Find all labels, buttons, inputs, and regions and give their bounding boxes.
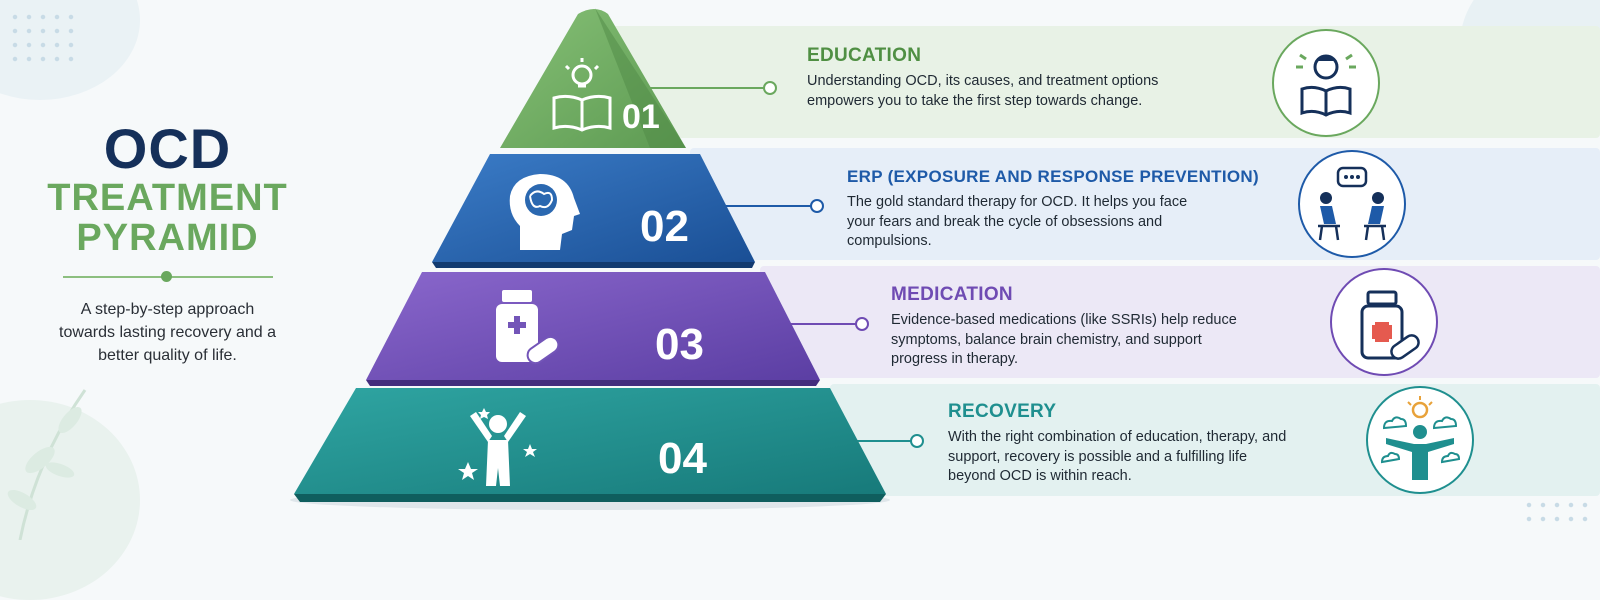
level-erp-description: The gold standard therapy for OCD. It he… bbox=[847, 194, 1188, 249]
pyramid-tier-recovery bbox=[294, 388, 886, 494]
page-title-ocd: OCD bbox=[103, 117, 232, 180]
pyramid-tier-erp bbox=[432, 154, 755, 262]
level-medication-title: MEDICATION bbox=[891, 284, 1013, 305]
level-medication-description: Evidence-based medications (like SSRIs) … bbox=[891, 312, 1237, 367]
level-recovery-title: RECOVERY bbox=[948, 401, 1057, 422]
book-lightbulb-icon bbox=[552, 58, 612, 132]
band-erp bbox=[690, 148, 1600, 260]
icon-circle-recovery bbox=[1366, 386, 1474, 494]
treatment-pyramid bbox=[290, 8, 890, 510]
step-number-03: 03 bbox=[655, 320, 704, 369]
connector-dot-erp bbox=[810, 199, 824, 213]
icon-circle-medication bbox=[1330, 268, 1438, 376]
level-medication-text: MEDICATION Evidence-based medications (l… bbox=[891, 283, 1311, 370]
icon-circle-education bbox=[1272, 29, 1380, 137]
medicine-bottle-icon bbox=[1360, 290, 1420, 360]
connector-dot-recovery bbox=[910, 434, 924, 448]
level-education-description: Understanding OCD, its causes, and treat… bbox=[807, 73, 1159, 109]
step-number-04: 04 bbox=[658, 434, 707, 483]
dot-pattern-top-left bbox=[8, 10, 78, 70]
leaf-decoration-icon bbox=[7, 389, 87, 540]
title-divider bbox=[62, 270, 273, 284]
step-number-01: 01 bbox=[622, 98, 660, 136]
connector-dot-medication bbox=[855, 317, 869, 331]
level-recovery-description: With the right combination of education,… bbox=[948, 429, 1287, 484]
page-subtitle: A step-by-step approach towards lasting … bbox=[59, 301, 276, 364]
page-title-pyramid: PYRAMID bbox=[76, 217, 259, 259]
level-education-text: EDUCATION Understanding OCD, its causes,… bbox=[807, 44, 1227, 111]
level-recovery-text: RECOVERY With the right combination of e… bbox=[948, 400, 1368, 487]
band-medication bbox=[760, 266, 1600, 378]
medicine-bottle-icon bbox=[496, 290, 560, 365]
brain-head-icon bbox=[509, 174, 580, 250]
connector-line-medication bbox=[790, 323, 860, 325]
level-education-title: EDUCATION bbox=[807, 45, 922, 66]
celebrating-person-icon bbox=[458, 408, 537, 486]
connector-line-recovery bbox=[855, 440, 915, 442]
level-erp-title: ERP (EXPOSURE AND RESPONSE PREVENTION) bbox=[847, 167, 1259, 186]
therapy-session-icon bbox=[1318, 166, 1386, 241]
level-erp-text: ERP (EXPOSURE AND RESPONSE PREVENTION) T… bbox=[847, 165, 1267, 252]
step-number-02: 02 bbox=[640, 202, 689, 251]
page-title-treatment: TREATMENT bbox=[47, 177, 288, 219]
connector-line-education bbox=[650, 87, 768, 89]
person-sunshine-icon bbox=[1380, 396, 1461, 480]
pyramid-tier-medication bbox=[366, 272, 820, 380]
title-block: OCD TREATMENT PYRAMID A step-by-step app… bbox=[30, 120, 305, 367]
person-reading-icon bbox=[1296, 53, 1356, 117]
icon-circle-erp bbox=[1298, 150, 1406, 258]
connector-dot-education bbox=[763, 81, 777, 95]
connector-line-erp bbox=[725, 205, 815, 207]
